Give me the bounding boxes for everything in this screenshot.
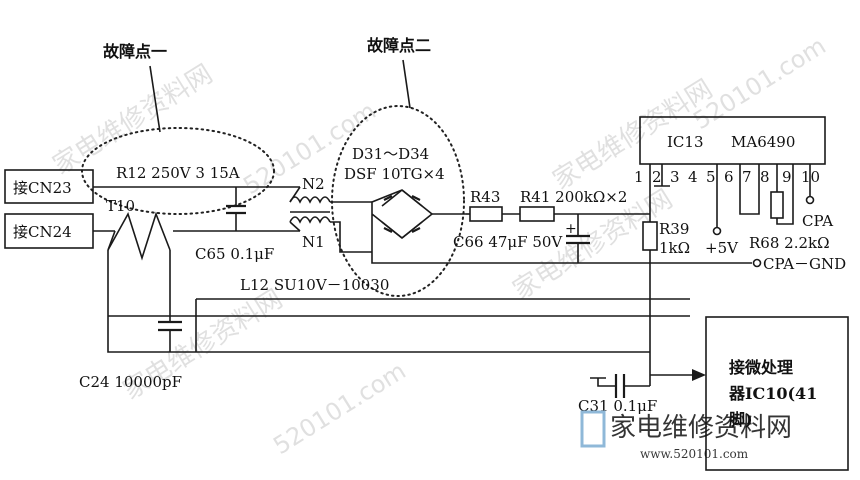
ic13-pin2-ground	[654, 164, 670, 187]
watermark-url: 520101.com	[688, 32, 830, 136]
watermark-logo-url: www.520101.com	[640, 447, 749, 461]
fault-point-2-leader	[402, 59, 411, 109]
c66-label: C66 47μF 50V	[453, 233, 563, 251]
r39-value-label: 1kΩ	[659, 239, 690, 257]
fault-point-1-ellipse	[81, 127, 275, 215]
cpa-terminal[interactable]	[805, 195, 815, 205]
ic13-pin-5: 5	[706, 168, 716, 186]
watermark-url: 520101.com	[268, 357, 410, 461]
r68-resistor	[770, 191, 784, 219]
r41-label: R41 200kΩ×2	[520, 188, 627, 206]
n1-label: N1	[302, 233, 325, 251]
l12-label: L12 SU10V－10030	[240, 276, 389, 294]
r41-resistor	[519, 206, 555, 222]
r43-resistor	[469, 206, 503, 222]
coil-output-leads	[330, 201, 372, 253]
ic13-pin-9: 9	[782, 168, 792, 186]
c65-capacitor	[226, 204, 246, 215]
ic13-pin-4: 4	[688, 168, 698, 186]
ic13-pin-8: 8	[760, 168, 770, 186]
fault-point-2-label: 故障点二	[367, 36, 431, 55]
r68-label: R68 2.2kΩ	[749, 234, 830, 252]
cpa-gnd-label: CPA－GND	[763, 255, 846, 273]
fault-point-2-ellipse	[331, 105, 465, 297]
c31-capacitor	[614, 374, 626, 398]
watermark-logo-icon	[580, 410, 606, 448]
n1-coil	[289, 216, 331, 224]
t10-label: T10	[106, 197, 135, 215]
ic13-pin-labels: 1 2 3 4 5 6 7 8 9 10	[634, 168, 820, 186]
cpa-gnd-terminal[interactable]	[752, 258, 762, 268]
c66-plus-sign: +	[565, 221, 577, 237]
bridge-rectifier	[371, 189, 466, 252]
ic13-pin6-7-loop	[739, 164, 760, 215]
cn24-label: 接CN24	[13, 223, 72, 241]
ic13-chip	[639, 116, 826, 165]
t10-element	[107, 211, 171, 261]
n2-label: N2	[302, 175, 325, 193]
fault-point-1-label: 故障点一	[103, 42, 167, 61]
fault-point-1-leader	[149, 65, 161, 133]
ic13-pin-7: 7	[742, 168, 752, 186]
signal-arrow-icon	[692, 369, 706, 381]
cpa-label: CPA	[802, 212, 833, 230]
watermark-logo-text: 家电维修资料网	[610, 413, 792, 443]
r68-loop-wire	[776, 164, 794, 225]
ground-return-wire	[107, 250, 650, 353]
c31-ground-wire	[590, 377, 616, 387]
processor-label-line3: 脚)	[729, 410, 753, 429]
dsf-label: DSF 10TG×4	[344, 165, 445, 183]
n2-coil	[289, 196, 331, 204]
r43-label: R43	[470, 188, 500, 206]
processor-box	[705, 316, 849, 471]
t10-lead	[107, 230, 116, 251]
watermark-text: 家电维修资料网	[48, 59, 218, 181]
cn23-label: 接CN23	[13, 179, 72, 197]
d31-d34-label: D31～D34	[352, 145, 429, 163]
ic13-label: IC13	[667, 133, 704, 151]
processor-label-line1: 接微处理	[729, 358, 793, 377]
plus5v-terminal[interactable]	[712, 226, 722, 236]
ic13-pin-3: 3	[670, 168, 680, 186]
r39-label: R39	[659, 220, 689, 238]
footer-watermark: 家电维修资料网 www.520101.com	[580, 410, 792, 461]
ic13-pin-2: 2	[652, 168, 662, 186]
ic13-pin-6: 6	[724, 168, 734, 186]
processor-label-line2: 器IC10(41	[728, 384, 817, 403]
c65-label: C65 0.1μF	[195, 245, 274, 263]
c24-label: C24 10000pF	[79, 373, 182, 391]
plus5v-label: +5V	[705, 239, 739, 257]
coil-input-leads	[289, 186, 301, 232]
ic13-part-label: MA6490	[731, 133, 795, 151]
ic13-pin-1: 1	[634, 168, 644, 186]
r12-label: R12 250V 3 15A	[116, 164, 240, 182]
c24-capacitor	[158, 320, 182, 332]
cpa-gnd-wire	[371, 252, 752, 264]
